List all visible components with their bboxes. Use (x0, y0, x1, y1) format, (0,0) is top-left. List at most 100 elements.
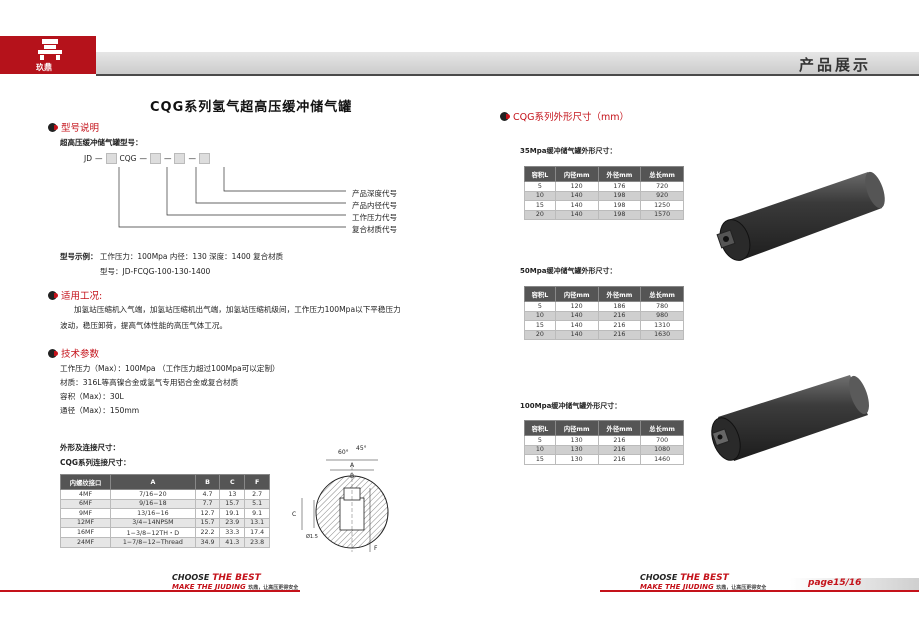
cell: 17.4 (244, 527, 270, 538)
cell: 198 (597, 190, 642, 201)
cell: 24MF (59, 537, 112, 548)
cell: 12MF (59, 517, 112, 528)
right-footer-line1: CHOOSE THE BEST (640, 573, 729, 583)
dim-b: B (350, 473, 354, 480)
cell: 120 (554, 301, 599, 312)
left-footer-slogan: CHOOSE THE BEST MAKE THE JIUDING 玖鼎，让高压更… (172, 573, 298, 591)
cell: 216 (597, 454, 642, 465)
cell: 22.2 (194, 527, 221, 538)
cylinder-image-1 (716, 171, 885, 261)
cell: 9MF (59, 508, 112, 519)
tech-material: 材质：316L等高镍合金或氢气专用铝合金或复合材质 (60, 378, 239, 387)
table-100-title: 100Mpa缓冲储气罐外形尺寸： (520, 402, 622, 410)
cell: 23.8 (244, 537, 270, 548)
code-box-1 (105, 153, 117, 164)
cell: 5.1 (244, 498, 270, 509)
cell: 980 (640, 310, 684, 321)
header-underline (96, 74, 919, 76)
connection-label-2: CQG系列连接尺寸： (60, 458, 131, 467)
cell: 16MF (59, 527, 112, 538)
right-footer-line (600, 590, 919, 592)
table-header-row: 内螺纹接口 A B C F (59, 474, 270, 490)
cell: 23.9 (219, 517, 246, 528)
cell: 12.7 (194, 508, 221, 519)
cell: 130 (554, 435, 599, 446)
cell: 33.3 (219, 527, 246, 538)
angle-label-2: 45° (356, 445, 367, 452)
cell: 10 (524, 310, 556, 321)
cell: 7/16−20 (110, 489, 196, 500)
tech-pressure: 工作压力（Max）：100Mpa （工作压力超过100Mpa可以定制） (60, 364, 280, 373)
cell: 140 (554, 329, 599, 340)
cell: 1−3/8−12TH・D (110, 527, 196, 538)
left-footer-line (0, 590, 300, 592)
annotation-inner-diameter: 产品内径代号 (352, 201, 397, 210)
cell: 216 (597, 444, 642, 455)
cell: 1080 (640, 444, 684, 455)
cell: 176 (597, 181, 642, 192)
code-prefix: JD (84, 154, 92, 163)
dim-d: Ø1.5 (306, 533, 318, 540)
cell: 19.1 (219, 508, 246, 519)
dim-f: F (374, 545, 378, 552)
dim-c: C (292, 511, 296, 518)
cell: 2.7 (244, 489, 270, 500)
cell: 41.3 (219, 537, 246, 548)
model-code: JD— CQG— — — (84, 153, 210, 164)
section-model: 型号说明 (48, 120, 99, 134)
code-mid: CQG (119, 154, 137, 163)
example-label: 型号示例： (60, 252, 98, 261)
cell: 216 (597, 320, 642, 331)
section-dimensions-title: CQG系列外形尺寸（mm） (513, 112, 629, 123)
cell: 198 (597, 209, 642, 220)
cell: 10 (524, 190, 556, 201)
cell: 15 (524, 200, 556, 211)
cell: 130 (554, 444, 599, 455)
cell: 5 (524, 301, 556, 312)
cell: 120 (554, 181, 599, 192)
cell: 700 (640, 435, 684, 446)
cell: 10 (524, 444, 556, 455)
col-header: 外径mm (597, 420, 642, 436)
cell: 130 (554, 454, 599, 465)
cell: 198 (597, 200, 642, 211)
page-number-bar (790, 578, 919, 590)
model-code-leader-lines (118, 167, 346, 228)
cell: 720 (640, 181, 684, 192)
connection-drawing: 60° 45° A B C Ø1.5 F (292, 445, 389, 552)
col-header: A (110, 474, 196, 490)
cell: 6MF (59, 498, 112, 509)
section-dimensions: CQG系列外形尺寸（mm） (500, 109, 629, 123)
cell: 1460 (640, 454, 684, 465)
application-line-1: 加氢站压缩机入气端，加氢站压缩机出气端，加氢站压缩机级间，工作压力100Mpa以… (74, 305, 401, 314)
model-label: 超高压缓冲储气罐型号： (60, 138, 143, 147)
cell: 1630 (640, 329, 684, 340)
cell: 5 (524, 435, 556, 446)
cell: 9.1 (244, 508, 270, 519)
main-title: CQG系列氢气超高压缓冲储气罐 (150, 100, 353, 115)
cell: 15 (524, 320, 556, 331)
cell: 13 (219, 489, 246, 500)
cell: 20 (524, 329, 556, 340)
code-box-2 (149, 153, 161, 164)
connection-label-1: 外形及连接尺寸： (60, 443, 120, 452)
col-header: B (194, 474, 221, 490)
cell: 140 (554, 200, 599, 211)
application-line-2: 波动，稳压卸荷，提高气体性能的高压气体工况。 (60, 321, 228, 330)
cell: 20 (524, 209, 556, 220)
cell: 9/16−18 (110, 498, 196, 509)
